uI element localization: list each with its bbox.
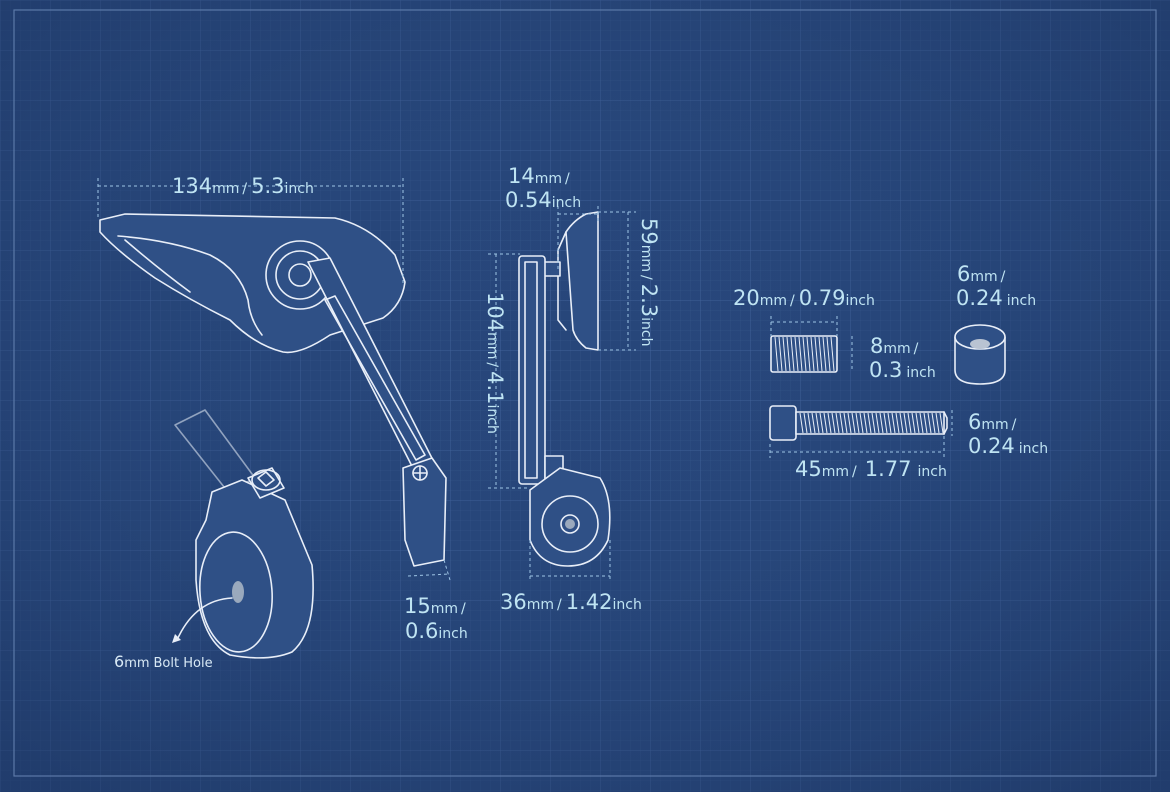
dimension-clamp-diameter: 36mm/1.42inch [500, 590, 642, 614]
thread-line [891, 412, 896, 434]
thread-line [794, 336, 799, 372]
dimension-spacer-mm: 6mm/ [957, 262, 1006, 286]
thread-line [818, 336, 823, 372]
thread-line [883, 412, 888, 434]
thread-line [798, 336, 803, 372]
thread-line [831, 412, 836, 434]
thread-line [859, 412, 864, 434]
thread-line [827, 412, 832, 434]
thread-line [935, 412, 940, 434]
thread-line [895, 412, 900, 434]
dimension-clamp-width-mm: 15mm/ [404, 594, 466, 618]
thread-line [871, 412, 876, 434]
thread-line [830, 336, 835, 372]
thread-line [782, 336, 787, 372]
thread-line [923, 412, 928, 434]
thread-line [823, 412, 828, 434]
dimension-arm-length: 104mm/4.1inch [483, 292, 507, 434]
dimension-grub-diameter-mm: 8mm/ [870, 334, 919, 358]
thread-line [774, 336, 779, 372]
mirror-side-view [488, 206, 636, 582]
thread-line [879, 412, 884, 434]
thread-line [822, 336, 827, 372]
thread-line [867, 412, 872, 434]
spacer [954, 324, 1006, 385]
thread-line [799, 412, 804, 434]
thread-line [790, 336, 795, 372]
thread-line [939, 412, 944, 434]
thread-line [786, 336, 791, 372]
thread-line [843, 412, 848, 434]
thread-line [835, 412, 840, 434]
dimension-stem-depth-mm: 14mm/ [508, 164, 570, 188]
dimension-stem-depth-inch: 0.54inch [505, 188, 581, 212]
mirror-front-view [97, 178, 451, 581]
thread-line [899, 412, 904, 434]
thread-line [826, 336, 831, 372]
border-frame [13, 9, 1157, 777]
thread-line [839, 412, 844, 434]
thread-line [806, 336, 811, 372]
thread-line [810, 336, 815, 372]
thread-line [915, 412, 920, 434]
thread-line [875, 412, 880, 434]
thread-line [778, 336, 783, 372]
clamp-detail [172, 409, 314, 659]
thread-line [847, 412, 852, 434]
dimension-mirror-width: 134mm/5.3inch [172, 174, 314, 198]
thread-line [907, 412, 912, 434]
dimension-bolt-diameter-mm: 6mm/ [968, 410, 1017, 434]
thread-line [911, 412, 916, 434]
dimension-grub-length: 20mm/0.79inch [733, 286, 875, 310]
thread-line [811, 412, 816, 434]
thread-line [927, 412, 932, 434]
thread-line [802, 336, 807, 372]
thread-line [814, 336, 819, 372]
bolt [769, 405, 953, 458]
thread-line [819, 412, 824, 434]
thread-line [851, 412, 856, 434]
thread-line [855, 412, 860, 434]
thread-line [931, 412, 936, 434]
thread-line [887, 412, 892, 434]
thread-line [903, 412, 908, 434]
thread-line [863, 412, 868, 434]
thread-line [815, 412, 820, 434]
thread-line [803, 412, 808, 434]
thread-line [919, 412, 924, 434]
dimension-mirror-height: 59mm/2.3inch [637, 218, 661, 346]
dimension-clamp-width-inch: 0.6inch [405, 619, 468, 643]
thread-line [807, 412, 812, 434]
grub-screw [770, 316, 853, 373]
